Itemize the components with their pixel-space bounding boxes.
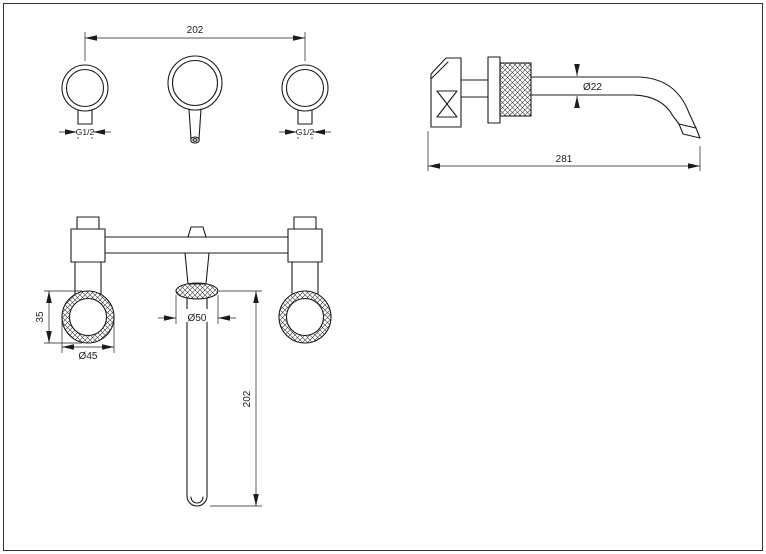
left-thread-label: G1/2	[76, 127, 95, 137]
left-valve-plan	[61, 216, 115, 344]
right-valve-plan	[278, 216, 332, 344]
right-thread-dimension: G1/2	[279, 126, 331, 139]
cap-height-label: 35	[35, 311, 46, 323]
cap-height-dimension: 35	[35, 290, 82, 344]
valve-symbol	[436, 90, 458, 118]
spout-diameter-label: Ø22	[583, 82, 602, 93]
wall-valve-body	[430, 57, 462, 128]
spout-plan	[186, 297, 208, 507]
spout-diameter-dimension: Ø22	[574, 64, 602, 108]
front-width-label: 202	[187, 25, 204, 36]
right-handle	[281, 64, 329, 125]
plan-spout-length-label: 202	[242, 390, 253, 407]
center-tee	[175, 226, 219, 300]
left-thread-dimension: G1/2	[59, 126, 111, 139]
side-length-dimension: 281	[427, 131, 701, 171]
cap-diameter-label: Ø45	[79, 351, 98, 362]
left-handle	[61, 64, 109, 125]
side-length-label: 281	[556, 154, 573, 165]
spout-side	[530, 76, 701, 139]
side-view: Ø22 281	[427, 56, 701, 171]
plan-view: 35 Ø45 Ø50 202	[35, 216, 332, 507]
front-width-dimension: 202	[84, 25, 306, 61]
front-view: 202 G1/2	[59, 25, 331, 144]
wall-flange	[487, 56, 501, 124]
connecting-tube	[104, 236, 289, 254]
flange-diameter-label: Ø50	[188, 313, 207, 324]
flange-diameter-dimension: Ø50	[158, 295, 236, 324]
cap-diameter-dimension: Ø45	[61, 319, 115, 362]
plan-spout-length-dimension: 202	[210, 290, 262, 507]
right-thread-label: G1/2	[296, 127, 315, 137]
aerator-tip	[678, 123, 701, 139]
sheet-border	[3, 3, 763, 551]
knurled-collar	[499, 62, 532, 117]
spout-front	[167, 55, 223, 144]
spout-flange	[175, 282, 219, 300]
